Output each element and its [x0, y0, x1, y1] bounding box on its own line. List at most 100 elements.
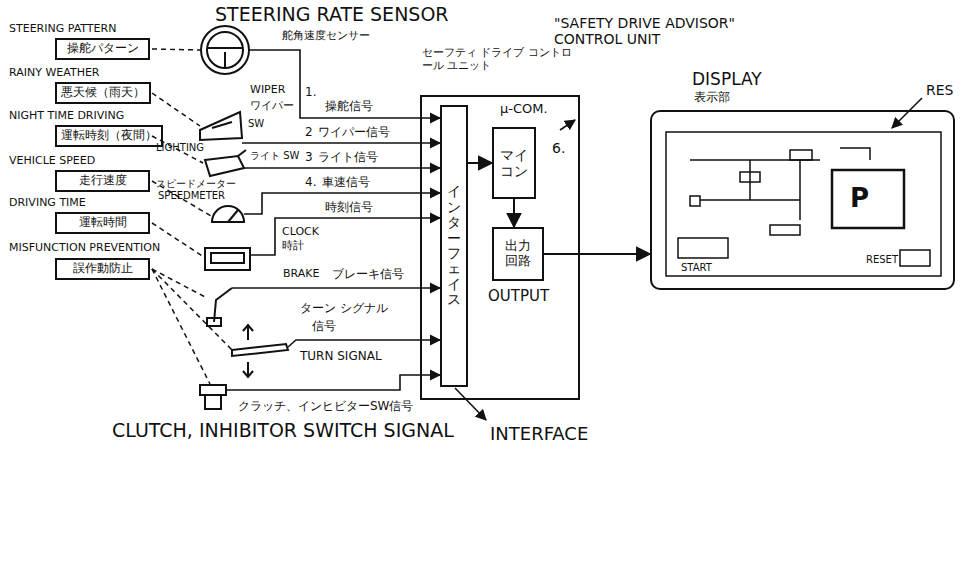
label: OUTPUT [488, 288, 549, 305]
signal-wire [288, 340, 440, 347]
display-panel-graphics [740, 172, 760, 182]
label: WIPER [250, 84, 285, 97]
clutch-switch [205, 395, 221, 409]
clock [211, 253, 244, 263]
signal-wire [250, 218, 440, 255]
steering-wheel [207, 48, 243, 68]
brake-pedal [207, 288, 232, 326]
label: 4. [305, 176, 316, 190]
label: 信号 [312, 320, 336, 334]
wiper-switch [212, 122, 232, 128]
display-panel-graphics [900, 250, 930, 266]
label: ワイパー [250, 100, 294, 113]
speedometer [212, 206, 244, 222]
dashed-link [152, 49, 232, 384]
label: 時刻信号 [325, 201, 373, 215]
signal-wire [226, 50, 440, 390]
display-panel-graphics [678, 238, 728, 258]
box-text: 運転時刻（夜間） [61, 129, 157, 143]
dashed-link [152, 269, 232, 350]
brake-pedal [214, 288, 232, 322]
heading: RAINY WEATHER [9, 67, 100, 80]
process-box: 出力回路 [492, 227, 544, 281]
display-panel-graphics [840, 148, 870, 160]
label: 1. [305, 86, 316, 100]
speedometer [228, 210, 238, 222]
connector [468, 162, 492, 164]
heading: NIGHT TIME DRIVING [9, 110, 124, 123]
signal-wire [226, 375, 440, 390]
wiper-switch [200, 112, 242, 140]
signal-wire [244, 193, 440, 214]
heading: DISPLAY [692, 70, 762, 90]
clutch-switch [200, 385, 226, 409]
label: μ-COM. [500, 102, 548, 117]
box-text: 誤作動防止 [73, 262, 133, 276]
process-box: RAINY WEATHER悪天候（雨天） [55, 82, 151, 104]
signal-wire [242, 142, 440, 144]
label: 2 [305, 126, 313, 140]
leader-line [455, 388, 486, 420]
heading: "SAFETY DRIVE ADVISOR" CONTROL UNIT [554, 15, 764, 47]
turn-signal-lever [243, 362, 253, 377]
box-text: インターフェイス [447, 184, 461, 307]
label: RESET [866, 254, 898, 266]
label: BRAKE [283, 268, 319, 281]
heading: 表示部 [694, 91, 730, 105]
label: クラッチ、インヒビターSW信号 [238, 400, 413, 414]
leader-line [892, 98, 922, 128]
connector [513, 199, 515, 227]
steering-wheel [201, 26, 249, 74]
light-switch [205, 156, 244, 176]
heading: DRIVING TIME [9, 197, 86, 210]
box-text: 運転時間 [79, 216, 127, 230]
signal-wire [244, 167, 440, 169]
dashed-link [152, 269, 210, 384]
label: 舵角速度センサー [282, 30, 370, 43]
label: P [850, 184, 869, 214]
steering-wheel [201, 26, 249, 74]
turn-signal-lever [232, 325, 288, 377]
box-text: マイコン [499, 147, 528, 179]
turn-signal-lever [243, 325, 253, 340]
label: RES [926, 82, 953, 98]
process-box: マイコン [492, 127, 536, 199]
signal-wire [249, 50, 440, 118]
light-switch [238, 150, 246, 156]
process-box: NIGHT TIME DRIVING運転時刻（夜間） [55, 125, 163, 147]
label: STEERING RATE SENSOR [215, 4, 449, 26]
display-panel-graphics [832, 170, 904, 228]
label: ライト信号 [318, 151, 378, 165]
clock [205, 248, 250, 270]
label: CLOCK [282, 226, 319, 239]
dashed-link [152, 49, 200, 50]
display-panel-graphics [790, 150, 812, 160]
turn-signal-lever [232, 344, 288, 356]
label: TURN SIGNAL [300, 350, 382, 364]
label: ワイパー信号 [318, 126, 390, 140]
label: ターン シグナル [300, 302, 388, 316]
label: SW [248, 118, 264, 130]
process-box: DRIVING TIME運転時間 [55, 212, 150, 234]
dashed-link [152, 269, 207, 298]
signal-wire [232, 287, 440, 289]
process-box: MISFUNCTION PREVENTION誤作動防止 [55, 258, 150, 280]
label: LIGHTING [156, 142, 204, 154]
label: ブレーキ信号 [332, 268, 404, 282]
box-text: 走行速度 [79, 174, 127, 188]
box-text: 操舵パターン [67, 42, 139, 56]
leader-line [455, 98, 922, 420]
label: 時計 [282, 240, 304, 253]
box-text: 悪天候（雨天） [61, 86, 145, 100]
process-box: STEERING PATTERN操舵パターン [55, 38, 150, 60]
process-box: VEHICLE SPEED走行速度 [55, 170, 150, 192]
clutch-switch [200, 385, 226, 395]
label: 車速信号 [322, 176, 370, 190]
leader-line [560, 120, 575, 130]
heading: STEERING PATTERN [9, 23, 116, 36]
label: CLUTCH, INHIBITOR SWITCH SIGNAL [112, 420, 454, 442]
label: SPEEDMETER [158, 190, 225, 202]
label: 3 [305, 151, 313, 165]
